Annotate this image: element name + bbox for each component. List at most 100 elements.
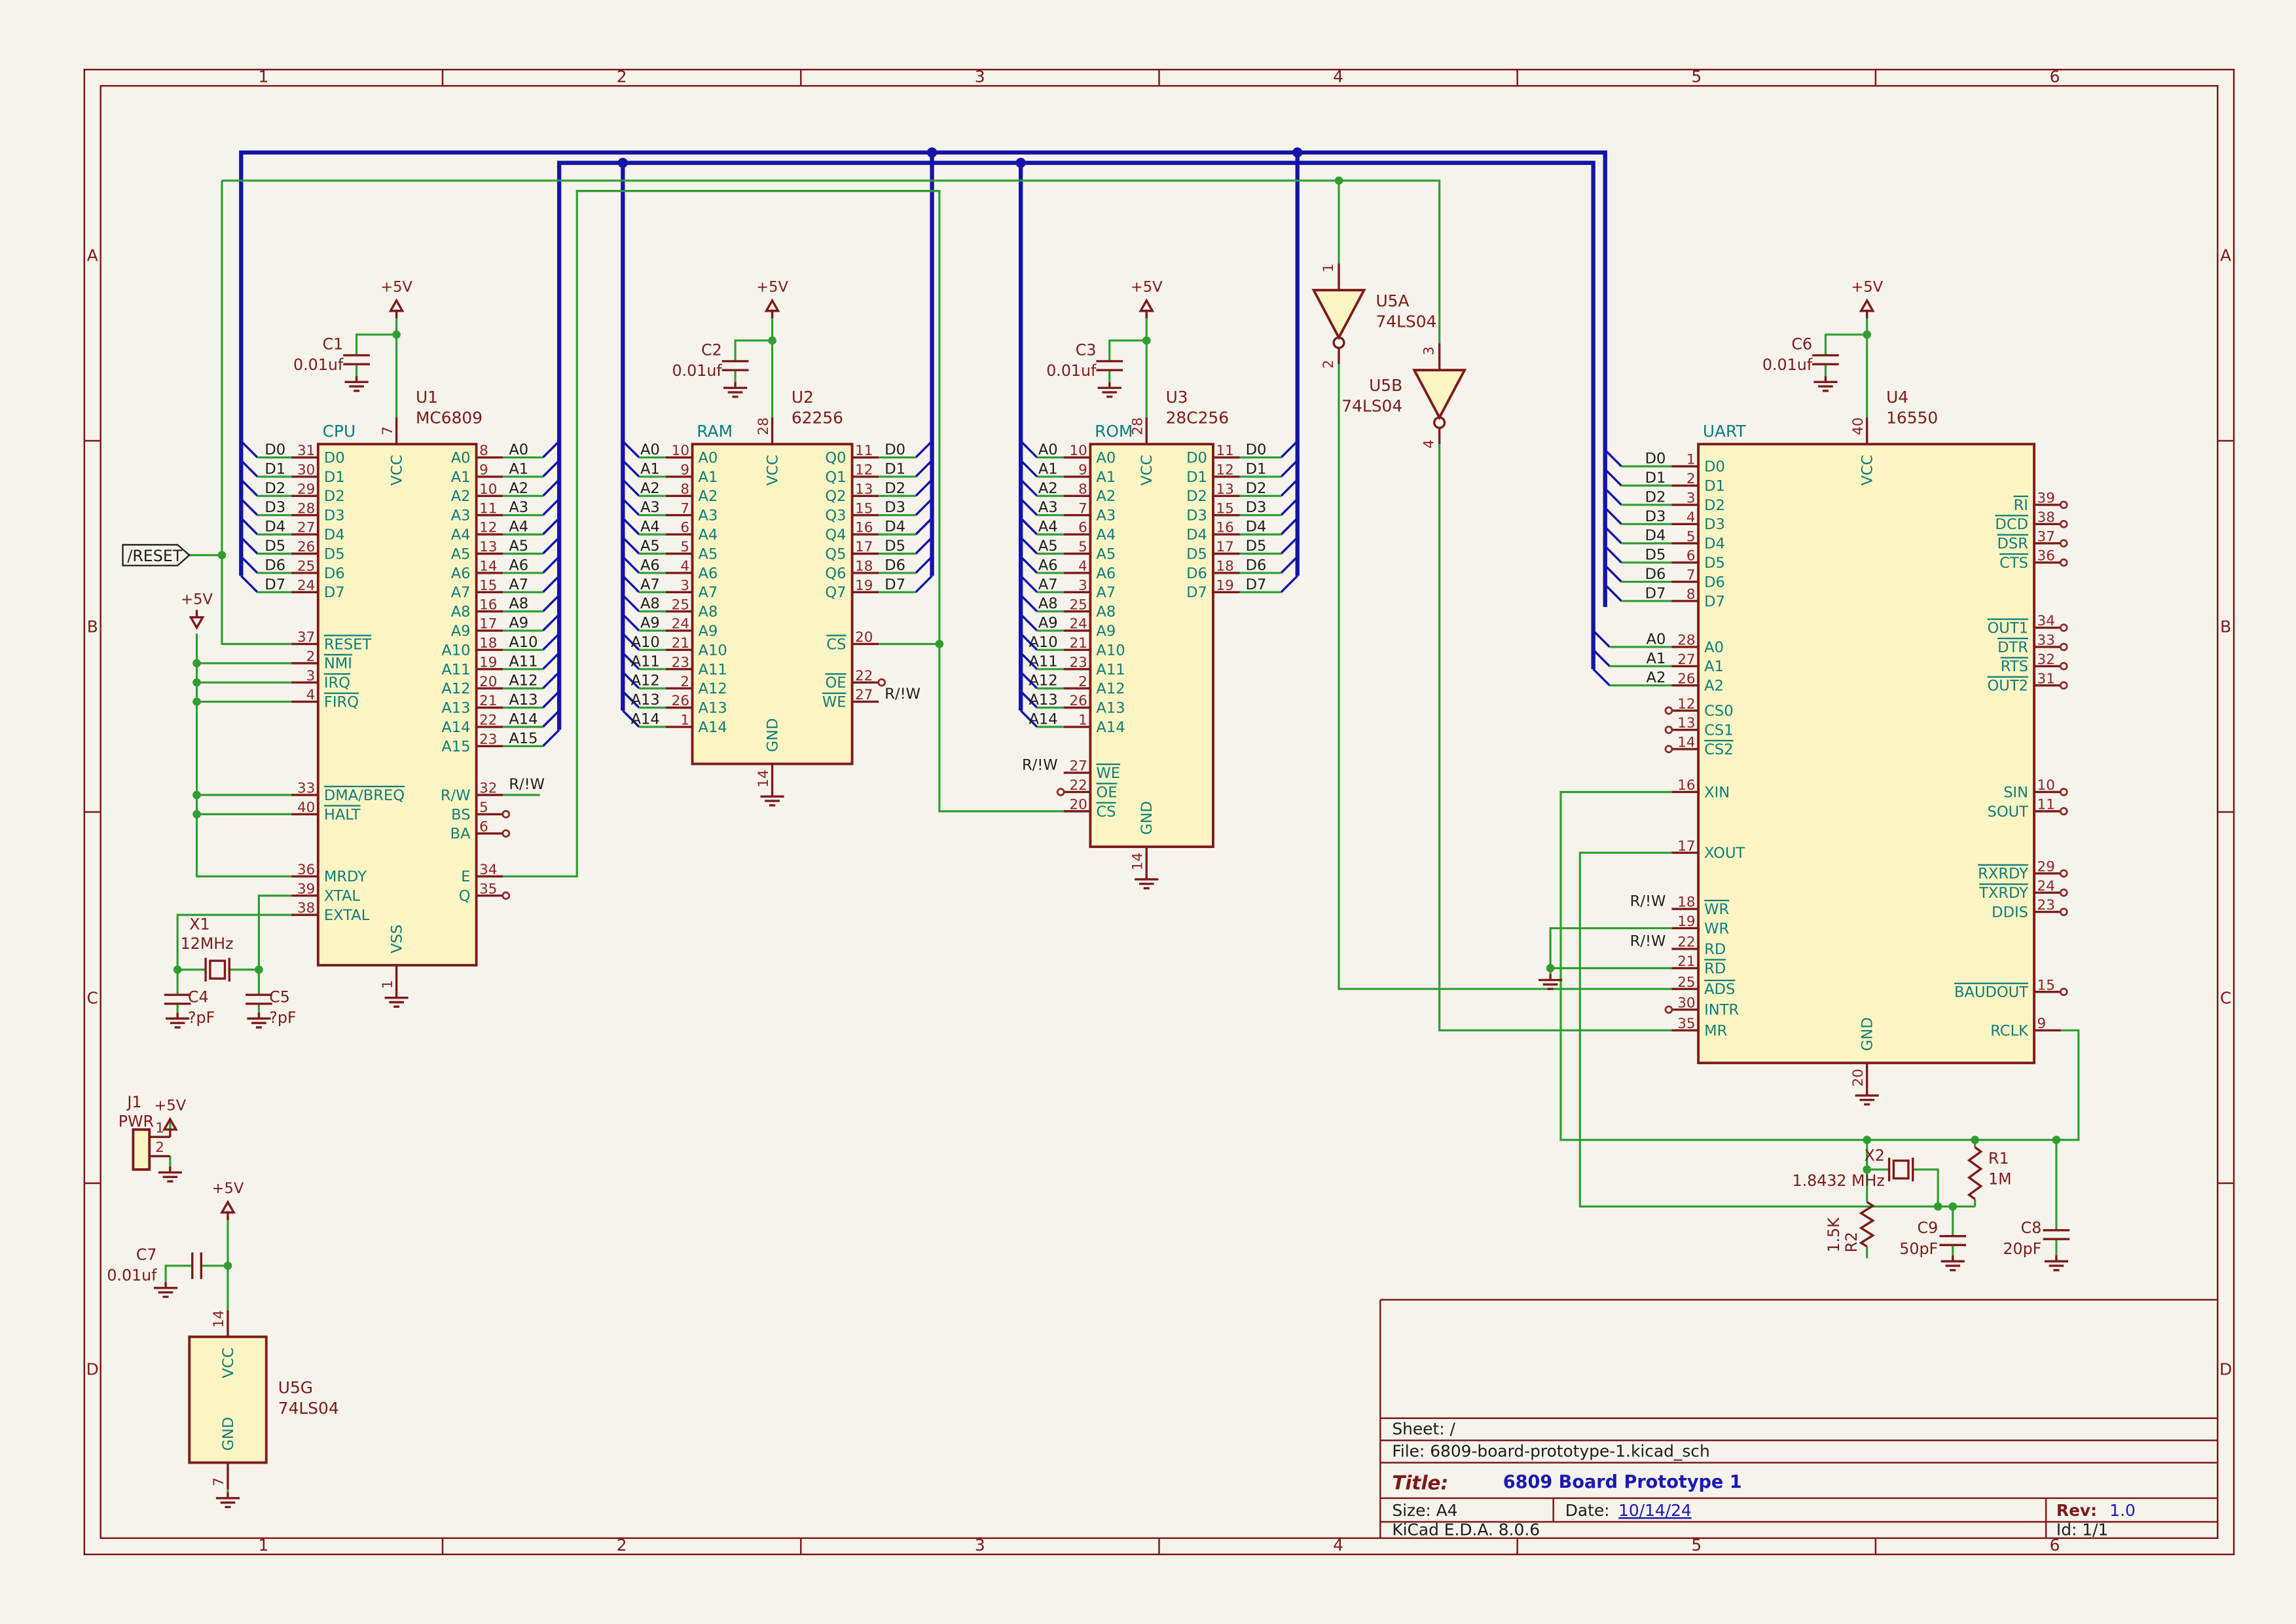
gnd-symbol[interactable] <box>215 1492 240 1509</box>
net-label[interactable]: A15 <box>509 730 538 747</box>
net-label[interactable]: A8 <box>640 595 660 612</box>
plus5v-power-symbol[interactable]: +5V <box>380 278 413 319</box>
plus5v-power-symbol[interactable]: +5V <box>181 591 213 630</box>
bus-entry[interactable] <box>542 440 560 458</box>
gnd-symbol[interactable] <box>384 991 409 1008</box>
net-label[interactable]: A10 <box>509 634 538 651</box>
capacitor-c3[interactable]: C30.01uf <box>1046 341 1123 380</box>
reference[interactable]: X1 <box>189 915 210 934</box>
reference[interactable]: C7 <box>136 1246 157 1264</box>
bus-entry[interactable] <box>1604 564 1622 583</box>
bus-entry[interactable] <box>622 652 640 671</box>
net-label[interactable]: A11 <box>509 653 538 670</box>
bus-entry[interactable] <box>1019 594 1038 612</box>
net-label[interactable]: A2 <box>1647 669 1666 686</box>
bus-entry[interactable] <box>240 575 259 593</box>
wire[interactable] <box>257 895 292 995</box>
net-label[interactable]: D4 <box>264 519 285 536</box>
wire[interactable] <box>1824 333 1867 356</box>
wire[interactable] <box>734 339 773 361</box>
net-label[interactable]: A6 <box>1038 557 1058 574</box>
reference[interactable]: U2 <box>792 388 814 407</box>
net-label[interactable]: R/!W <box>884 686 920 703</box>
plus5v-power-symbol[interactable]: +5V <box>1131 278 1163 319</box>
bus-entry[interactable] <box>1019 613 1038 632</box>
net-label[interactable]: A12 <box>631 673 660 690</box>
bus-entry[interactable] <box>915 575 933 593</box>
net-label[interactable]: A7 <box>640 576 660 593</box>
bus-entry[interactable] <box>1604 583 1622 602</box>
reference[interactable]: C6 <box>1791 335 1812 354</box>
plus5v-power-symbol[interactable]: +5V <box>212 1180 244 1220</box>
net-label[interactable]: R/!W <box>1630 933 1666 950</box>
gnd-symbol[interactable] <box>723 382 748 398</box>
net-label[interactable]: A3 <box>509 499 528 516</box>
bus-entry[interactable] <box>542 690 560 709</box>
global-label-text[interactable]: /RESET <box>127 547 182 565</box>
net-label[interactable]: D4 <box>1645 527 1666 544</box>
bus-entry[interactable] <box>622 594 640 612</box>
reference[interactable]: C2 <box>701 341 722 360</box>
net-label[interactable]: D1 <box>884 460 905 477</box>
wire[interactable] <box>221 179 1441 344</box>
wires[interactable] <box>164 179 2080 1492</box>
bus-entry[interactable] <box>622 555 640 574</box>
bus-entry[interactable] <box>542 709 560 728</box>
reference[interactable]: J1 <box>126 1093 141 1111</box>
bus-entry[interactable] <box>1604 526 1622 544</box>
net-label[interactable]: A10 <box>631 634 660 651</box>
bus-entry[interactable] <box>915 479 933 497</box>
net-label[interactable]: D7 <box>264 576 285 593</box>
bus-entry[interactable] <box>915 517 933 536</box>
symbol-body[interactable] <box>1697 443 2035 1065</box>
net-label[interactable]: A5 <box>1038 538 1058 555</box>
value[interactable]: 50pF <box>1899 1240 1938 1258</box>
net-label[interactable]: D1 <box>1246 460 1267 477</box>
value[interactable]: 28C256 <box>1166 409 1229 428</box>
reference[interactable]: U4 <box>1886 388 1908 407</box>
bus-entry[interactable] <box>542 575 560 593</box>
value[interactable]: 74LS04 <box>1341 396 1402 415</box>
wire[interactable] <box>1912 1168 1939 1207</box>
net-label[interactable]: A2 <box>1038 480 1058 497</box>
value[interactable]: 12MHz <box>181 934 234 953</box>
net-label[interactable]: R/!W <box>509 776 545 793</box>
bus-entry[interactable] <box>622 575 640 593</box>
value[interactable]: 1.8432 MHz <box>1793 1172 1885 1190</box>
bus-entry[interactable] <box>542 594 560 612</box>
crystal-x2[interactable]: X21.8432 MHz <box>1793 1146 1914 1190</box>
gnd-symbol[interactable] <box>1097 382 1121 398</box>
net-label[interactable]: A0 <box>640 441 660 458</box>
bus-entry[interactable] <box>542 652 560 671</box>
reference[interactable]: C1 <box>323 335 344 354</box>
bus-entry[interactable] <box>915 555 933 574</box>
net-label[interactable]: A14 <box>509 710 538 728</box>
bus-entry[interactable] <box>542 555 560 574</box>
bus-lines[interactable] <box>239 150 1622 747</box>
net-label[interactable]: D3 <box>884 499 905 516</box>
bus-entry[interactable] <box>240 459 259 478</box>
net-label[interactable]: A0 <box>1647 631 1666 648</box>
net-label[interactable]: A1 <box>640 460 660 477</box>
value[interactable]: 1M <box>1988 1170 2012 1189</box>
wire[interactable] <box>1549 927 1672 974</box>
bus-entry[interactable] <box>622 536 640 555</box>
net-label[interactable]: A1 <box>509 460 528 477</box>
bus-entry[interactable] <box>240 498 259 516</box>
bus-entry[interactable] <box>622 440 640 458</box>
net-label[interactable]: A13 <box>631 692 660 709</box>
net-label[interactable]: D6 <box>1246 557 1267 574</box>
reference[interactable]: R1 <box>1988 1149 2009 1168</box>
value[interactable]: 0.01uf <box>672 361 723 380</box>
net-label[interactable]: A13 <box>509 692 538 709</box>
net-label[interactable]: A2 <box>640 480 660 497</box>
